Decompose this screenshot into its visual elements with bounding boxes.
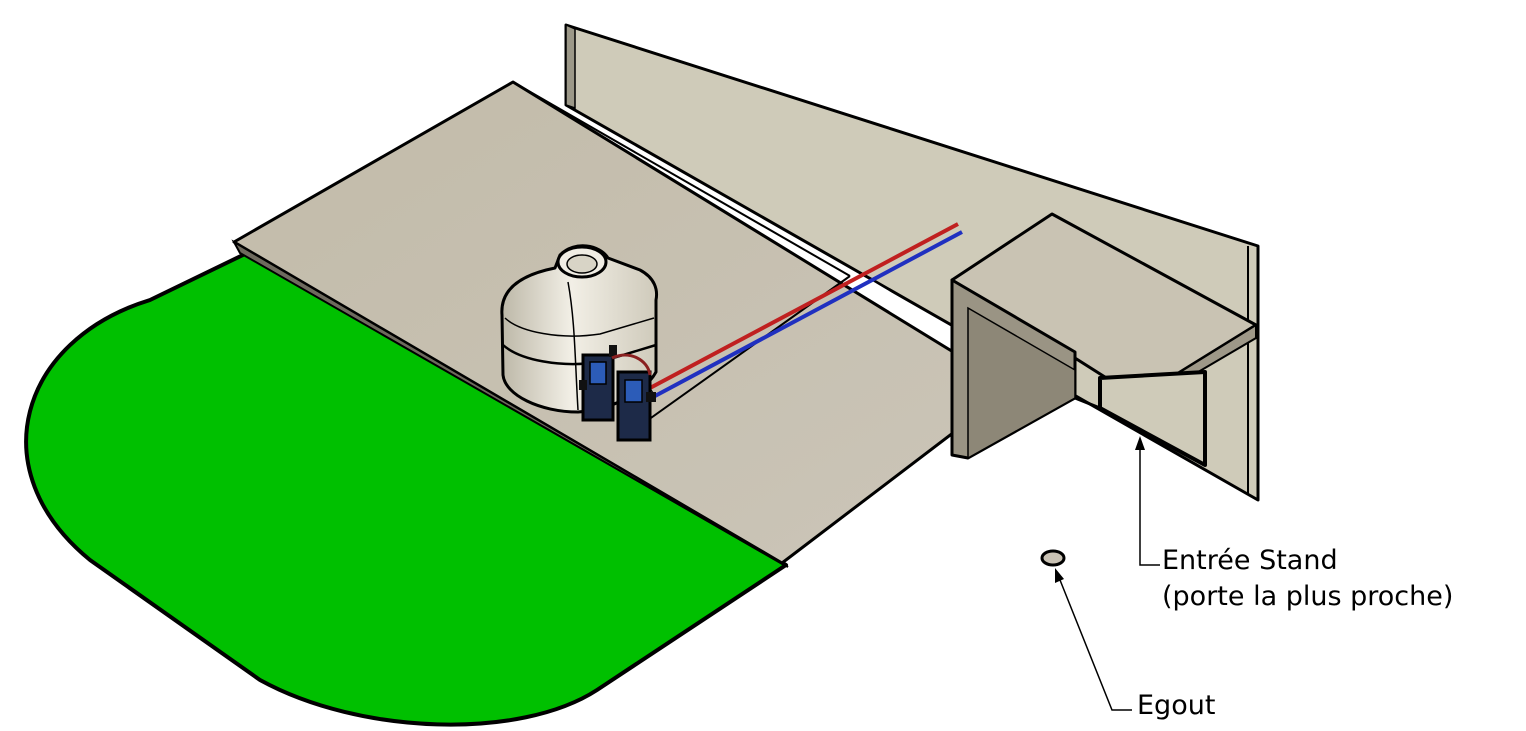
drain-label: Egout — [1137, 690, 1216, 721]
entrance-label-line1: Entrée Stand — [1162, 545, 1338, 576]
entrance-label-line2: (porte la plus proche) — [1162, 581, 1454, 613]
entrance-leader-line — [1135, 436, 1160, 566]
drain-leader-line — [1055, 568, 1132, 711]
pump-unit-left — [579, 345, 617, 422]
stand-entrance — [950, 212, 1258, 467]
water-tank — [500, 244, 659, 414]
pump-unit-right — [611, 353, 656, 442]
sewer-drain — [1040, 549, 1066, 567]
lawn — [24, 252, 788, 727]
back-wall — [564, 23, 1260, 502]
entrance-label: Entrée Stand (porte la plus proche) — [1162, 543, 1453, 616]
